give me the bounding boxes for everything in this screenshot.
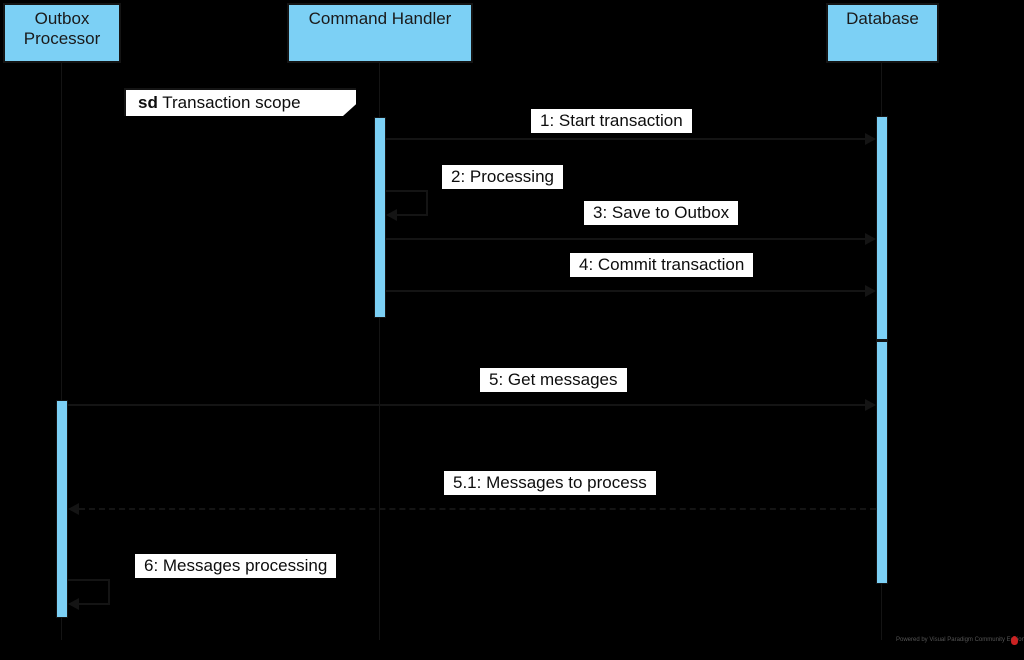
- message-line-2-top: [386, 190, 428, 192]
- message-line-2-right: [426, 190, 428, 216]
- activation-database-separator: [876, 339, 888, 341]
- message-line-6-top: [68, 579, 110, 581]
- watermark-text: Powered by Visual Paradigm Community Edi…: [896, 637, 1024, 643]
- participant-database[interactable]: Database: [826, 3, 939, 63]
- watermark-logo-icon: [1011, 636, 1018, 645]
- lifeline-command-handler: [379, 63, 380, 640]
- message-arrowhead-6: [68, 598, 79, 610]
- message-line-5: [68, 404, 865, 406]
- message-label-4[interactable]: 4: Commit transaction: [570, 253, 754, 277]
- message-arrowhead-1: [865, 133, 876, 145]
- message-label-6[interactable]: 6: Messages processing: [135, 554, 337, 578]
- message-line-3: [386, 238, 865, 240]
- message-label-5[interactable]: 5: Get messages: [480, 368, 627, 392]
- message-line-6-right: [108, 579, 110, 605]
- message-arrowhead-2: [386, 209, 397, 221]
- activation-database-lower[interactable]: [876, 341, 888, 584]
- fragment-tab-transaction-scope[interactable]: sd Transaction scope: [124, 88, 356, 116]
- message-line-1: [386, 138, 865, 140]
- message-line-4: [386, 290, 865, 292]
- message-label-3[interactable]: 3: Save to Outbox: [584, 201, 739, 225]
- message-arrowhead-4: [865, 285, 876, 297]
- participant-command-handler[interactable]: Command Handler: [287, 3, 473, 63]
- message-line-2-bottom: [397, 214, 428, 216]
- message-line-5-1: [79, 508, 876, 510]
- fragment-keyword: sd: [138, 93, 158, 112]
- message-arrowhead-3: [865, 233, 876, 245]
- message-arrowhead-5: [865, 399, 876, 411]
- lifeline-outbox-processor: [61, 63, 62, 640]
- message-arrowhead-5-1: [68, 503, 79, 515]
- activation-outbox-processor[interactable]: [56, 400, 68, 618]
- activation-database-upper[interactable]: [876, 116, 888, 341]
- message-label-5-1[interactable]: 5.1: Messages to process: [444, 471, 656, 495]
- activation-command-handler[interactable]: [374, 117, 386, 318]
- message-label-1[interactable]: 1: Start transaction: [531, 109, 692, 133]
- participant-outbox-processor[interactable]: Outbox Processor: [3, 3, 121, 63]
- message-label-2[interactable]: 2: Processing: [442, 165, 563, 189]
- fragment-name: Transaction scope: [157, 93, 301, 112]
- message-line-6-bottom: [79, 603, 110, 605]
